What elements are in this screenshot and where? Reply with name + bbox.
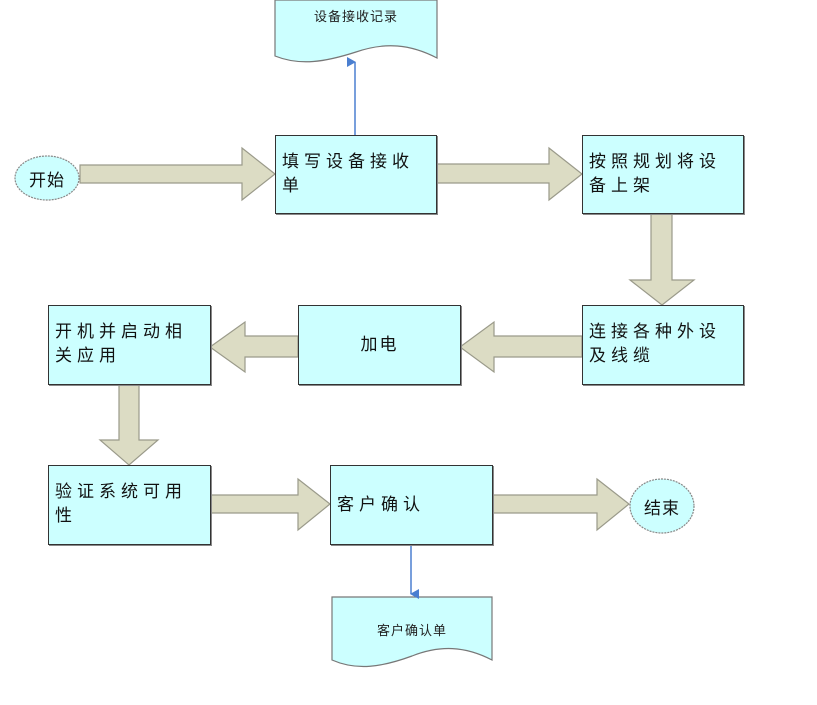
arrow-power-to-boot — [208, 320, 299, 374]
start-label: 开始 — [29, 170, 65, 191]
fill-form-node: 填写设备接收单 — [275, 135, 437, 214]
arrow-verify-to-confirm — [209, 477, 331, 532]
boot-node: 开机并启动相关应用 — [48, 305, 211, 385]
receipt-record-label: 设备接收记录 — [313, 10, 398, 25]
receipt-record-document: 设备接收记录 — [275, 6, 437, 25]
power-label: 加电 — [360, 335, 399, 355]
verify-node: 验证系统可用性 — [48, 465, 211, 545]
confirm-doc-label: 客户确认单 — [376, 624, 447, 639]
end-label: 结束 — [644, 498, 680, 519]
end-node: 结束 — [630, 479, 694, 533]
start-terminal-shape — [14, 155, 80, 201]
arrow-fill-form-to-rack — [436, 146, 583, 202]
confirm-doc-document: 客户确认单 — [332, 620, 492, 639]
verify-label: 验证系统可用性 — [55, 482, 187, 526]
confirm-label: 客户确认 — [337, 495, 425, 515]
confirm-node: 客户确认 — [330, 465, 493, 545]
arrow-start-to-fill-form — [79, 146, 276, 202]
document-shape-confirm-doc — [331, 596, 493, 668]
arrow-rack-to-connect — [628, 212, 696, 306]
arrow-connect-to-power — [458, 320, 583, 374]
start-node: 开始 — [15, 156, 79, 200]
end-terminal-shape — [629, 478, 695, 534]
rack-label: 按照规划将设备上架 — [589, 152, 721, 196]
fill-form-label: 填写设备接收单 — [282, 152, 414, 196]
connect-node: 连接各种外设及线缆 — [582, 305, 744, 385]
document-shape-receipt-record — [274, 0, 438, 63]
arrow-boot-to-verify — [98, 383, 160, 466]
power-node: 加电 — [298, 305, 461, 385]
rack-node: 按照规划将设备上架 — [582, 135, 744, 214]
boot-label: 开机并启动相关应用 — [55, 322, 187, 366]
connect-label: 连接各种外设及线缆 — [589, 322, 721, 366]
arrow-confirm-to-end — [491, 477, 630, 532]
